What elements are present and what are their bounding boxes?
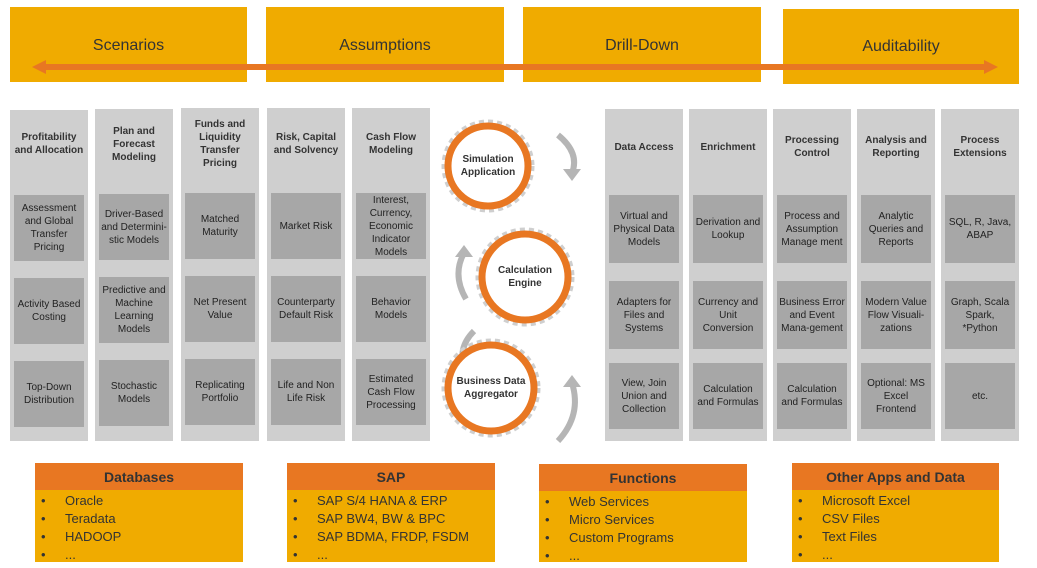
- column-cell: Driver-Based and Determini-stic Models: [99, 194, 169, 260]
- list-item: Micro Services: [545, 511, 747, 529]
- list-item: HADOOP: [41, 528, 243, 546]
- list-item: Microsoft Excel: [798, 492, 999, 510]
- header-label: Auditability: [862, 38, 940, 55]
- column-cell: Modern Value Flow Visuali-zations: [861, 281, 931, 349]
- bottom-list-functions: Web Services Micro Services Custom Progr…: [539, 491, 747, 565]
- list-item: CSV Files: [798, 510, 999, 528]
- column-cell: Interest, Currency, Economic Indicator M…: [356, 193, 426, 259]
- gear-label: Calculation Engine: [498, 265, 552, 289]
- column-cell: Process and Assumption Manage ment: [777, 195, 847, 263]
- bottom-title-sap: SAP: [287, 463, 495, 490]
- header-label: Scenarios: [92, 37, 165, 54]
- column-cell: Predictive and Machine Learning Models: [99, 277, 169, 343]
- list-item: SAP S/4 HANA & ERP: [293, 492, 495, 510]
- column-cell: Currency and Unit Conversion: [693, 281, 763, 349]
- list-item: ...: [41, 546, 243, 564]
- column-title: Funds and Liquidity Transfer Pricing: [194, 119, 246, 169]
- list-item: Teradata: [41, 510, 243, 528]
- column-cell: Analytic Queries and Reports: [861, 195, 931, 263]
- column-cell: Calculation and Formulas: [693, 363, 763, 429]
- column-cell: Estimated Cash Flow Processing: [356, 359, 426, 425]
- column-title: Plan and Forecast Modeling: [112, 125, 156, 163]
- column-title: Process Extensions: [953, 135, 1007, 159]
- curved-arrow-icon: [555, 375, 581, 444]
- column-cell: Stochastic Models: [99, 360, 169, 426]
- curved-arrow-icon: [455, 245, 473, 301]
- column-cell: Adapters for Files and Systems: [609, 281, 679, 349]
- column-cell: Derivation and Lookup: [693, 195, 763, 263]
- column-title: Data Access: [614, 141, 674, 153]
- column-cell: Assessment and Global Transfer Pricing: [14, 195, 84, 261]
- gear-label: Simulation Application: [460, 154, 516, 178]
- list-item: SAP BW4, BW & BPC: [293, 510, 495, 528]
- list-item: ...: [545, 547, 747, 565]
- bottom-list-databases: Oracle Teradata HADOOP ...: [35, 490, 243, 564]
- list-item: SAP BDMA, FRDP, FSDM: [293, 528, 495, 546]
- column-cell: etc.: [945, 363, 1015, 429]
- column-cell: Behavior Models: [356, 276, 426, 342]
- column-cell: SQL, R, Java, ABAP: [945, 195, 1015, 263]
- column-cell: Virtual and Physical Data Models: [609, 195, 679, 263]
- list-item: Custom Programs: [545, 529, 747, 547]
- header-label: Assumptions: [339, 37, 431, 54]
- column-cell: Matched Maturity: [185, 193, 255, 259]
- bottom-title-databases: Databases: [35, 463, 243, 490]
- list-item: Web Services: [545, 493, 747, 511]
- column-title: Profitability and Allocation: [14, 132, 84, 156]
- list-item: ...: [798, 546, 999, 564]
- column-title: Enrichment: [700, 141, 756, 153]
- column-cell: Net Present Value: [185, 276, 255, 342]
- list-item: Text Files: [798, 528, 999, 546]
- column-cell: Activity Based Costing: [14, 278, 84, 344]
- gear-icon: [441, 119, 535, 213]
- column-title: Risk, Capital and Solvency: [273, 132, 339, 156]
- gear-label: Business Data Aggregator: [456, 376, 526, 400]
- bottom-title-functions: Functions: [539, 464, 747, 491]
- double-arrow-icon: [32, 60, 998, 74]
- gear-icon: [441, 338, 541, 438]
- column-cell: Counterparty Default Risk: [271, 276, 341, 342]
- column-cell: Business Error and Event Mana-gement: [777, 281, 847, 349]
- column-cell: Market Risk: [271, 193, 341, 259]
- curved-arrow-icon: [556, 132, 581, 181]
- column-title: Cash Flow Modeling: [365, 132, 416, 156]
- list-item: Oracle: [41, 492, 243, 510]
- header-label: Drill-Down: [605, 37, 679, 54]
- header-auditability: Auditability: [783, 9, 1019, 84]
- column-title: Processing Control: [785, 135, 839, 159]
- column-cell: Top-Down Distribution: [14, 361, 84, 427]
- gear-icon: [475, 227, 575, 327]
- column-cell: Optional: MS Excel Frontend: [861, 363, 931, 429]
- bottom-title-other-apps: Other Apps and Data: [792, 463, 999, 490]
- bottom-list-other-apps: Microsoft Excel CSV Files Text Files ...: [792, 490, 999, 564]
- column-cell: View, Join Union and Collection: [609, 363, 679, 429]
- column-cell: Replicating Portfolio: [185, 359, 255, 425]
- column-cell: Calculation and Formulas: [777, 363, 847, 429]
- list-item: ...: [293, 546, 495, 564]
- bottom-list-sap: SAP S/4 HANA & ERP SAP BW4, BW & BPC SAP…: [287, 490, 495, 564]
- column-title: Analysis and Reporting: [865, 135, 927, 159]
- column-cell: Life and Non Life Risk: [271, 359, 341, 425]
- column-cell: Graph, Scala Spark, *Python: [945, 281, 1015, 349]
